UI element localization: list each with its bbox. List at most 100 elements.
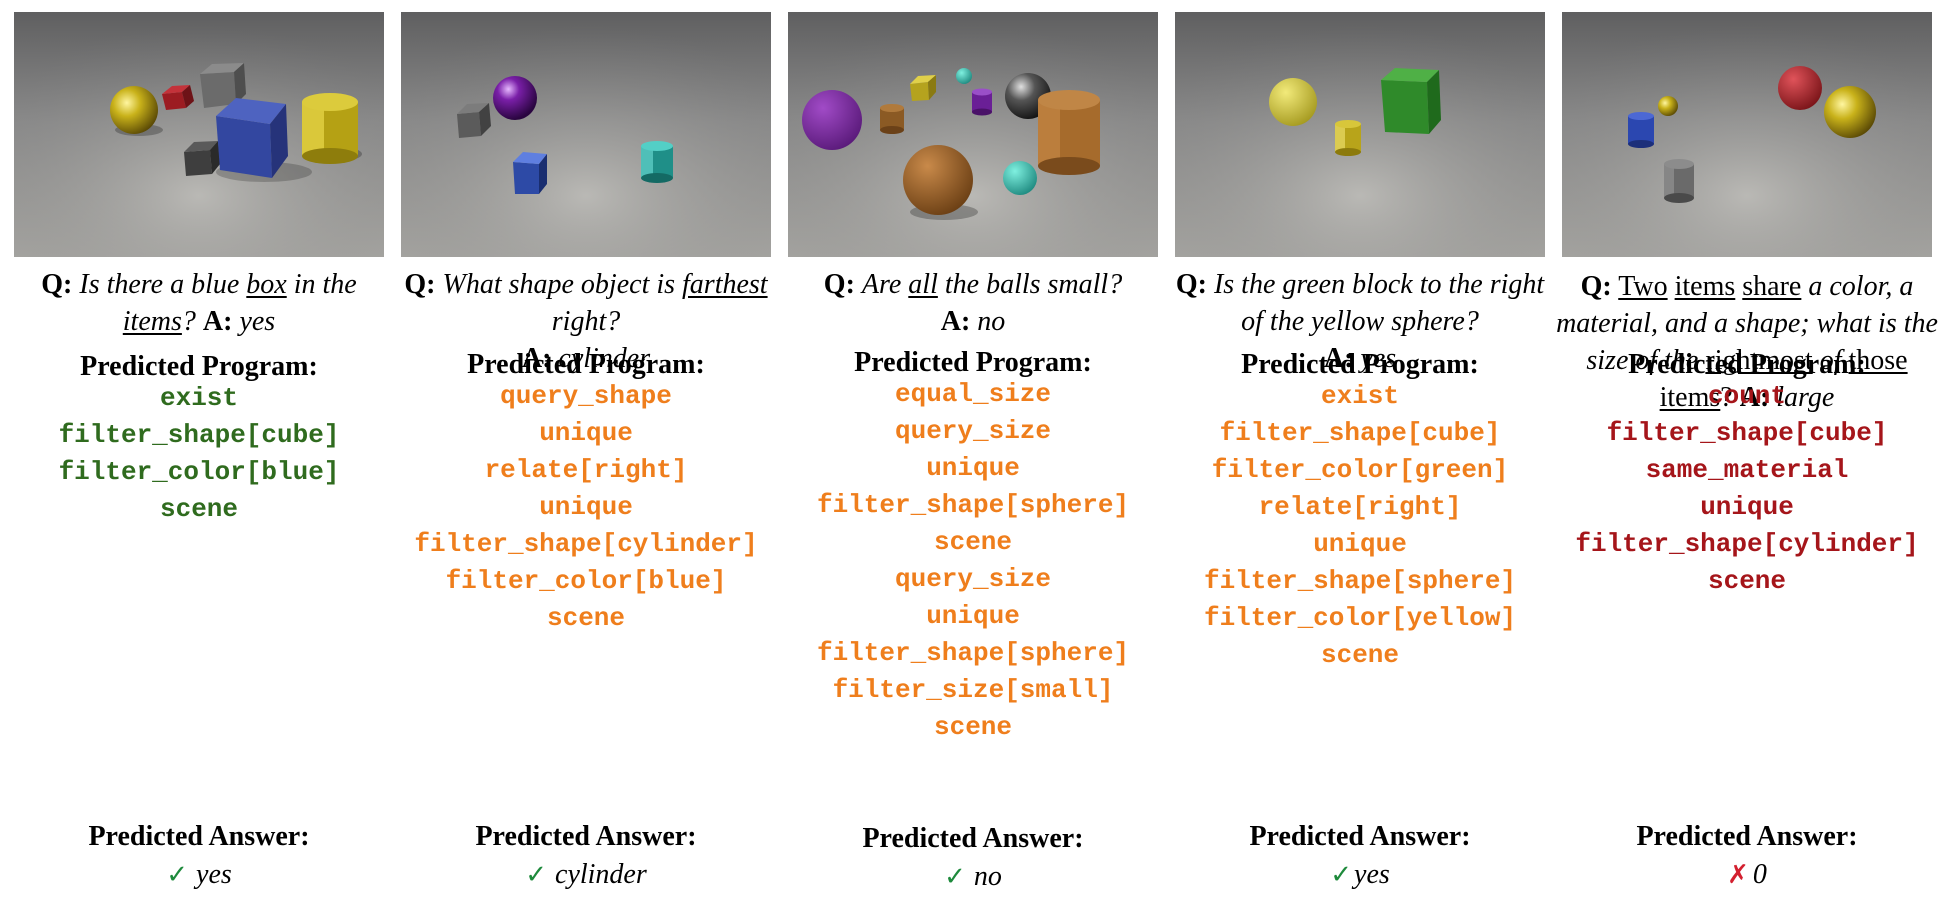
predicted-answer-value: yes — [196, 859, 232, 890]
question-segment: Two — [1618, 271, 1668, 302]
predicted-answer-heading: Predicted Answer: — [1249, 821, 1471, 852]
predicted-answer-heading: Predicted Answer: — [862, 823, 1084, 854]
program-step: unique — [926, 601, 1020, 631]
check-mark-icon: ✓ — [166, 860, 189, 890]
program-step: scene — [933, 527, 1012, 557]
question-body: What shape object is farthest right? — [443, 269, 768, 337]
question-segment: of — [1812, 345, 1849, 376]
scene-image — [788, 12, 1158, 257]
program-step: query_size — [894, 416, 1052, 446]
question-segment: items — [1659, 382, 1721, 413]
question-segment: the balls small? — [937, 269, 1123, 300]
program-step: filter_shape[sphere] — [816, 490, 1130, 520]
ground-truth-answer: yes — [239, 306, 276, 337]
example-panel-5: Q: Two items share a color, a material, … — [1556, 12, 1938, 902]
predicted-program-heading: Predicted Program: — [1628, 349, 1866, 380]
program-step: filter_shape[sphere] — [816, 638, 1130, 668]
program-step: filter_color[blue] — [58, 457, 340, 487]
program-step: unique — [539, 418, 633, 448]
q-label: Q: — [1580, 271, 1612, 302]
question-segment: those — [1848, 345, 1908, 376]
check-mark-icon: ✓ — [1330, 860, 1353, 890]
clevr-scene — [14, 12, 384, 257]
question-body: Two items share a color, a material, and… — [1556, 271, 1938, 413]
question-segment: ? — [1720, 382, 1733, 413]
program-step: relate[right] — [484, 455, 688, 485]
ground-truth-answer: yes — [1360, 343, 1397, 374]
question-text: Q: Is the green block to the right of th… — [1169, 266, 1551, 377]
predicted-answer: ✓yes — [14, 858, 384, 892]
question-segment: Is the green block to the right of the y… — [1213, 269, 1545, 337]
predicted-answer-heading: Predicted Answer: — [88, 821, 310, 852]
question-segment: in the — [286, 269, 357, 300]
program-step: scene — [1707, 566, 1786, 596]
check-mark-icon: ✓ — [944, 862, 966, 892]
program-step: filter_shape[sphere] — [1203, 566, 1517, 596]
predicted-answer-heading: Predicted Answer: — [1636, 821, 1858, 852]
a-label: A: — [521, 343, 552, 374]
predicted-answer-heading: Predicted Answer: — [475, 821, 697, 852]
question-segment: items — [122, 306, 182, 337]
predicted-answer-value: 0 — [1752, 859, 1767, 890]
program-step: unique — [926, 453, 1020, 483]
question-body: Is there a blue box in the items? — [79, 269, 356, 337]
question-text: Q: Is there a blue box in the items? A: … — [8, 266, 390, 340]
question-segment: Is there a blue — [79, 269, 247, 300]
program-step: scene — [1320, 640, 1399, 670]
program-step: unique — [539, 492, 633, 522]
question-text: Q: Two items share a color, a material, … — [1556, 268, 1938, 416]
question-text: Q: Are all the balls small? A: no — [782, 266, 1164, 340]
predicted-answer: ✓yes — [1175, 858, 1545, 892]
question-segment: share — [1742, 271, 1802, 302]
predicted-answer-value: no — [973, 861, 1002, 892]
question-segment: farthest — [682, 269, 768, 300]
q-label: Q: — [404, 269, 436, 300]
program-step: filter_shape[cube] — [1606, 418, 1888, 448]
predicted-program: exist filter_shape[cube] filter_color[gree… — [1165, 378, 1555, 674]
program-step: exist — [159, 383, 238, 413]
predicted-answer-value: yes — [1354, 859, 1390, 890]
cross-mark-icon: ✗ — [1727, 860, 1749, 890]
question-segment: Are — [861, 269, 909, 300]
predicted-program-heading: Predicted Program: — [467, 349, 705, 380]
program-step: filter_shape[cylinder] — [414, 529, 758, 559]
predicted-program: exist filter_shape[cube] filter_color[blue… — [4, 380, 394, 528]
q-label: Q: — [823, 269, 855, 300]
question-segment: right? — [551, 306, 621, 337]
scene-image — [1175, 12, 1545, 257]
program-step: filter_shape[cube] — [58, 420, 340, 450]
ground-truth-answer: no — [977, 306, 1006, 337]
program-step: filter_shape[cube] — [1219, 418, 1501, 448]
scene-image — [14, 12, 384, 257]
question-segment: box — [246, 269, 287, 300]
program-step: unique — [1313, 529, 1407, 559]
clevr-scene — [401, 12, 771, 257]
program-step: filter_size[small] — [832, 675, 1114, 705]
predicted-program-heading: Predicted Program: — [1241, 349, 1479, 380]
clevr-scene — [1562, 12, 1932, 257]
predicted-answer: ✓no — [788, 860, 1158, 894]
program-step: filter_color[green] — [1211, 455, 1509, 485]
a-label: A: — [202, 306, 233, 337]
check-mark-icon: ✓ — [525, 860, 548, 890]
a-label: A: — [940, 306, 971, 337]
program-step: filter_color[yellow] — [1203, 603, 1517, 633]
question-body: Is the green block to the right of the y… — [1214, 269, 1544, 337]
a-label: A: — [1323, 343, 1354, 374]
program-step: filter_color[blue] — [445, 566, 727, 596]
example-panel-4: Q: Is the green block to the right of th… — [1175, 12, 1545, 902]
scene-image — [401, 12, 771, 257]
clevr-scene — [788, 12, 1158, 257]
program-step: unique — [1700, 492, 1794, 522]
program-step: query_shape — [500, 381, 672, 411]
clevr-scene — [1175, 12, 1545, 257]
program-step: count — [1707, 381, 1786, 411]
predicted-answer-value: cylinder — [555, 859, 647, 890]
question-segment: What shape object is — [442, 269, 683, 300]
a-label: A: — [1739, 382, 1770, 413]
question-segment: ? — [181, 306, 196, 337]
program-step: exist — [1320, 381, 1399, 411]
